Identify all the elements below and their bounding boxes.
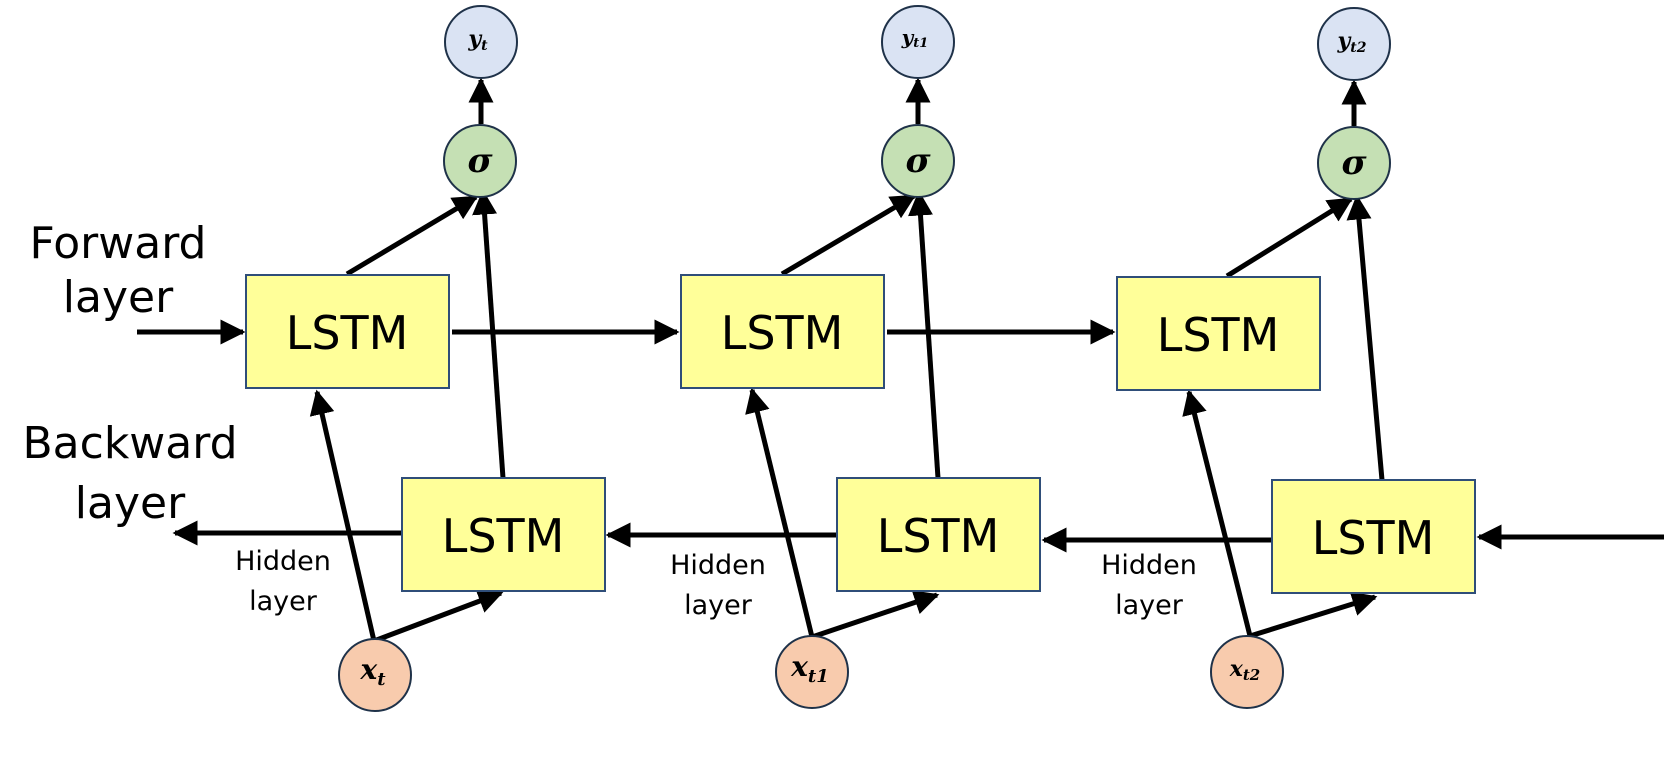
backward-lstm-cell-2 (836, 477, 1041, 592)
x2-to-backward-arrow (811, 590, 940, 640)
hidden-layer-label-2-line2: layer (684, 590, 753, 621)
output-node-3 (1317, 7, 1391, 81)
sigma-node-1 (443, 124, 517, 198)
forward-layer-label: Forward (30, 218, 207, 269)
forward-lstm-label-2: LSTM (721, 306, 844, 360)
sigma-node-3 (1317, 126, 1391, 200)
hidden-layer-label-3-line2: layer (1115, 590, 1184, 621)
output-node-2 (881, 5, 955, 79)
backward1-to-sigma-arrow (472, 189, 506, 479)
x3-to-backward-arrow (1249, 591, 1378, 639)
sigma-label-1: σ (467, 141, 493, 181)
hidden-layer-label-2: Hidden (670, 550, 766, 581)
backward2-to-sigma-arrow (908, 190, 941, 479)
hidden-layer-label-1: Hidden (235, 546, 331, 577)
input-node-1 (338, 638, 412, 712)
x1-to-forward-arrow (309, 389, 377, 642)
output-label-2: yt1 (901, 25, 929, 51)
forward2-to-sigma-arrow (780, 193, 917, 277)
input-label-2: xt1 (790, 650, 829, 687)
forward-lstm-cell-3 (1116, 276, 1321, 391)
input-label-1: xt (359, 653, 386, 690)
hidden-layer-label-1-line2: layer (249, 586, 318, 617)
input-node-3 (1210, 635, 1284, 709)
forward3-to-sigma-arrow (1225, 196, 1354, 279)
backward-lstm-cell-3 (1271, 479, 1476, 594)
output-node-1 (444, 5, 518, 79)
x3-to-forward-arrow (1182, 389, 1253, 637)
forward-lstm-cell-1 (245, 274, 450, 389)
backward-layer-label: Backward (22, 418, 237, 469)
backward-lstm-label-1: LSTM (442, 509, 565, 563)
sigma-label-3: σ (1341, 143, 1367, 183)
output-label-3: yt2 (1336, 28, 1366, 56)
backward-lstm-label-2: LSTM (877, 509, 1000, 563)
forward-lstm-cell-2 (680, 274, 885, 389)
forward-lstm-label-1: LSTM (286, 306, 409, 360)
output-label-1: yt (467, 26, 488, 54)
sigma-node-2 (881, 124, 955, 198)
backward-layer-label-line2: layer (75, 478, 186, 529)
backward3-to-sigma-arrow (1346, 194, 1385, 481)
x2-to-forward-arrow (745, 387, 815, 638)
input-label-3: xt2 (1229, 656, 1261, 684)
input-node-2 (775, 635, 849, 709)
backward-lstm-label-3: LSTM (1312, 511, 1435, 565)
forward-layer-label-line2: layer (63, 272, 174, 323)
sigma-label-2: σ (905, 141, 931, 181)
x1-to-backward-arrow (373, 589, 504, 644)
backward-lstm-cell-1 (401, 477, 606, 592)
hidden-layer-label-3: Hidden (1101, 550, 1197, 581)
forward-lstm-label-3: LSTM (1157, 308, 1280, 362)
forward1-to-sigma-arrow (345, 194, 479, 277)
